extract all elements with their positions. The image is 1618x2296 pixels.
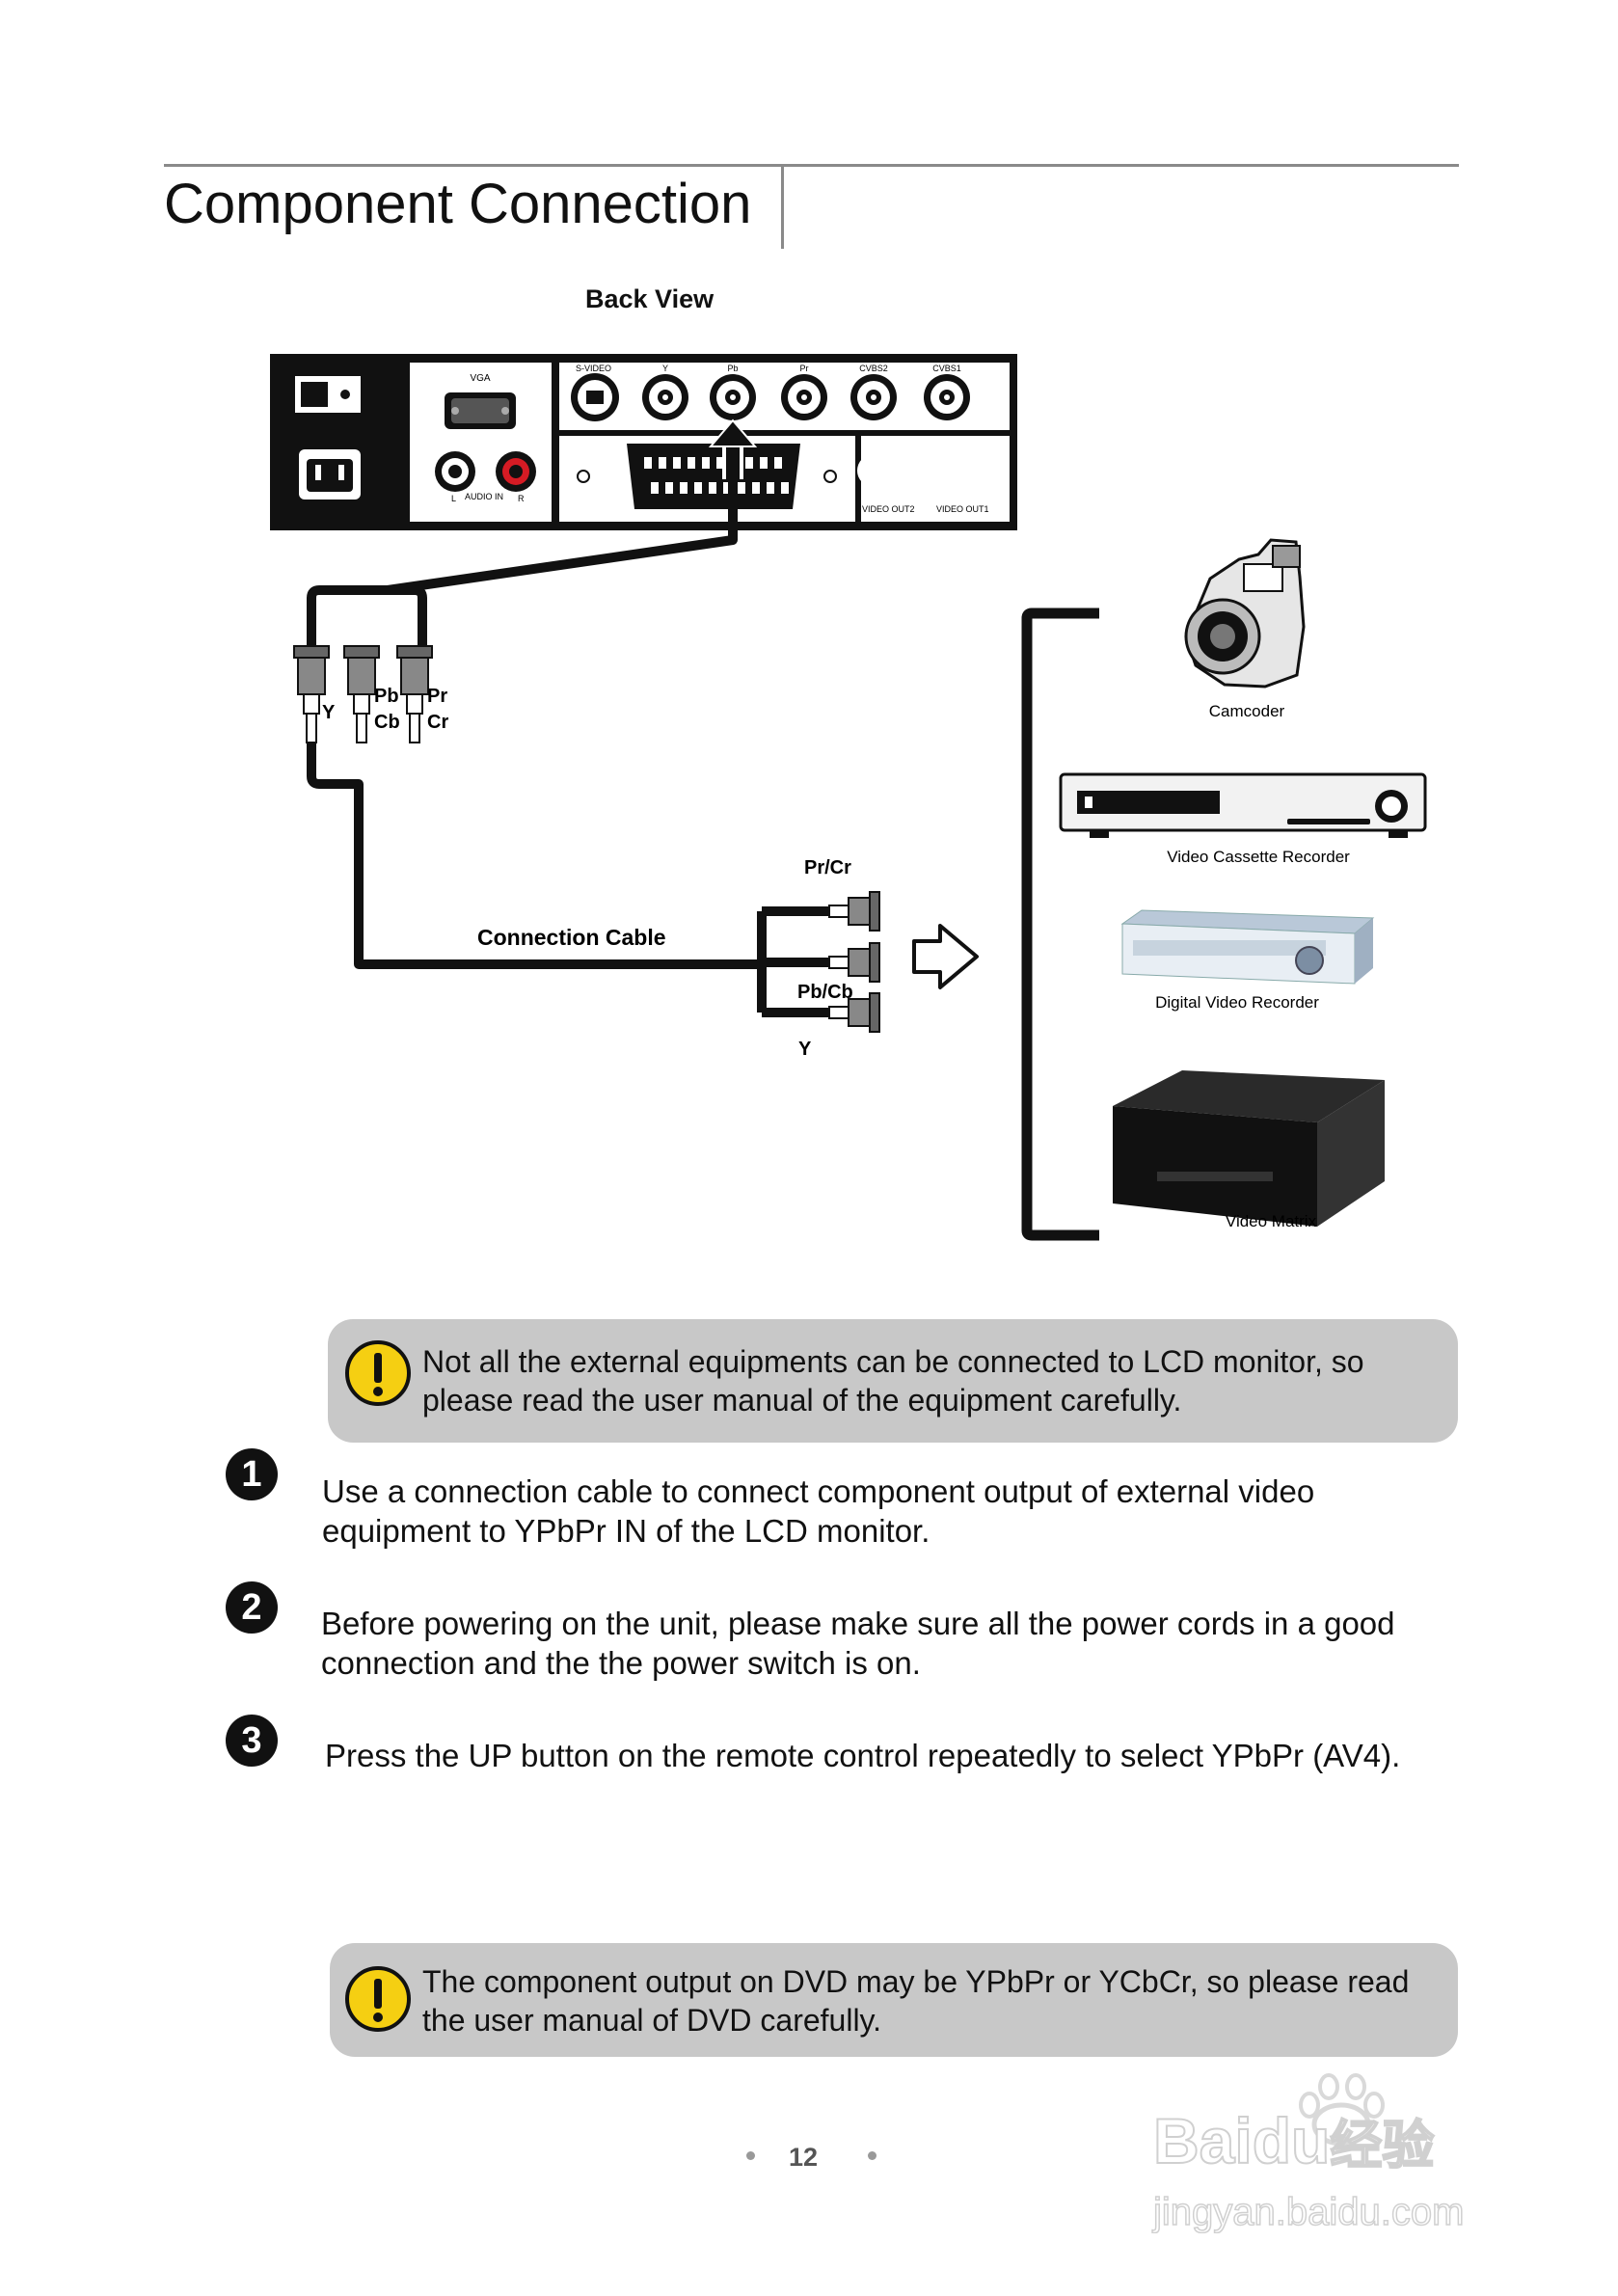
left-cb-label: Cb <box>374 712 400 733</box>
left-cr-label: Cr <box>427 712 448 733</box>
bnc-port-3: Pr <box>781 364 827 420</box>
video-out2-label: VIDEO OUT2 <box>862 504 915 514</box>
left-y-label: Y <box>322 702 336 723</box>
back-view-label: Back View <box>585 284 715 313</box>
bnc-port-label: Pb <box>727 364 738 373</box>
baidu-watermark: Baidu经验 jingyan.baidu.com <box>1152 2071 1539 2255</box>
bnc-port-1: Y <box>642 364 688 420</box>
cable-label: Connection Cable <box>477 925 666 950</box>
input-arrow <box>708 419 758 479</box>
note-box-1: Not all the external equipments can be c… <box>328 1319 1458 1443</box>
bnc-port-2: Pb <box>710 364 756 420</box>
step-text-1: Use a connection cable to connect compon… <box>322 1473 1315 1549</box>
audio-l-label: L <box>451 494 456 503</box>
right-pbcb-label: Pb/Cb <box>797 982 853 1003</box>
bnc-port-label: Y <box>662 364 668 373</box>
matrix-label: Video Matrix <box>1226 1212 1317 1230</box>
right-plug-3 <box>828 992 880 1033</box>
step-text-2: Before powering on the unit, please make… <box>321 1606 1395 1681</box>
left-plug-2 <box>343 645 380 743</box>
connection-cable <box>307 479 839 1017</box>
right-plug-1 <box>828 891 880 932</box>
page-dot-right <box>868 2151 876 2160</box>
paw-icon <box>1299 2073 1385 2147</box>
right-plug-2 <box>828 942 880 983</box>
left-pb-label: Pb <box>374 686 399 707</box>
vcr-label: Video Cassette Recorder <box>1167 848 1350 866</box>
left-plug-1 <box>293 645 330 743</box>
watermark-cn: 经验 <box>1329 2116 1435 2175</box>
bnc-port-label: Pr <box>800 364 809 373</box>
header-rule <box>164 164 1459 167</box>
step-number-2: 2 <box>226 1581 278 1634</box>
vcr-icon <box>1059 772 1427 838</box>
warning-icon <box>345 1340 411 1406</box>
vga-label: VGA <box>470 373 490 384</box>
right-prcr-label: Pr/Cr <box>804 857 851 878</box>
header-divider <box>781 166 784 249</box>
right-plugs <box>828 891 880 1033</box>
video-matrix-icon <box>1113 1070 1385 1227</box>
monitor-back-panel: VGA L AUDIO IN R S-VIDEO Y Pb Pr CVBS2 CVBS1… <box>270 354 1017 530</box>
left-pr-label: Pr <box>427 686 447 707</box>
device-bracket <box>1021 608 1099 1241</box>
dvr-label: Digital Video Recorder <box>1155 993 1319 1012</box>
bnc-port-label: CVBS2 <box>859 364 888 373</box>
note-text-2: The component output on DVD may be YPbPr… <box>422 1964 1410 2038</box>
audio-r-label: R <box>518 494 525 503</box>
bnc-port-label: CVBS1 <box>932 364 961 373</box>
page-title: Component Connection <box>164 173 752 235</box>
bnc-port-5: CVBS1 <box>924 364 970 420</box>
step-number-1: 1 <box>226 1448 278 1500</box>
left-plugs <box>293 645 433 743</box>
direction-arrow-icon <box>912 924 979 989</box>
s-video-label: S-VIDEO <box>576 364 611 373</box>
note-box-2: The component output on DVD may be YPbPr… <box>330 1943 1458 2057</box>
warning-icon <box>345 1966 411 2032</box>
page-dot-left <box>746 2151 755 2160</box>
step-number-3: 3 <box>226 1715 278 1767</box>
page-number: 12 <box>789 2143 819 2172</box>
bnc-port-4: CVBS2 <box>850 364 897 420</box>
dvr-icon <box>1120 909 1375 985</box>
watermark-brand-2: du <box>1252 2104 1332 2177</box>
step-text-3: Press the UP button on the remote contro… <box>325 1738 1401 1773</box>
right-y-label: Y <box>798 1039 812 1060</box>
camcoder-label: Camcoder <box>1209 702 1285 720</box>
left-plug-3 <box>396 645 433 743</box>
audio-in-label: AUDIO IN <box>465 492 503 501</box>
vga-audio-block <box>410 363 552 522</box>
watermark-url: jingyan.baidu.com <box>1152 2190 1465 2234</box>
scart-port <box>627 444 800 509</box>
watermark-brand: Bai <box>1152 2104 1254 2177</box>
note-text-1: Not all the external equipments can be c… <box>422 1344 1364 1418</box>
video-out1-label: VIDEO OUT1 <box>936 504 989 514</box>
camcorder-icon <box>1184 538 1306 689</box>
